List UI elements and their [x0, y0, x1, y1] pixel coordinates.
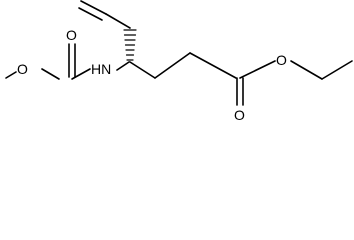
- bond-vinyl-cc: [105, 13, 131, 29]
- atom-hn: HN: [91, 61, 111, 77]
- hashed-wedge-bond: [123, 29, 137, 61]
- molecule-diagram: O O HN O O: [5, 0, 353, 123]
- atom-o-ester: O: [276, 52, 287, 68]
- bond-omethoxy-ccarbamate: [41, 68, 60, 80]
- bond-oester-ch2: [290, 60, 323, 80]
- bond-ccarbamate-n: [71, 68, 91, 80]
- bond-vinyl-double-a: [80, 0, 107, 15]
- bond-c2-cester: [189, 52, 237, 79]
- bond-ch2-ch3: [321, 60, 353, 80]
- atom-o-methoxy: O: [17, 61, 28, 77]
- bond-cstereo-c3: [129, 61, 156, 79]
- atom-o-carbonyl-left: O: [66, 27, 77, 43]
- bond-cester-oester: [239, 60, 276, 79]
- bond-c3-c2: [154, 52, 191, 79]
- bond-n-cstereo: [116, 61, 130, 71]
- structure-canvas: O O HN O O: [5, 0, 353, 123]
- bond-vinyl-double-b: [78, 7, 103, 21]
- atom-o-carbonyl-right: O: [234, 107, 245, 123]
- bond-methyl-omethoxy: [5, 71, 17, 79]
